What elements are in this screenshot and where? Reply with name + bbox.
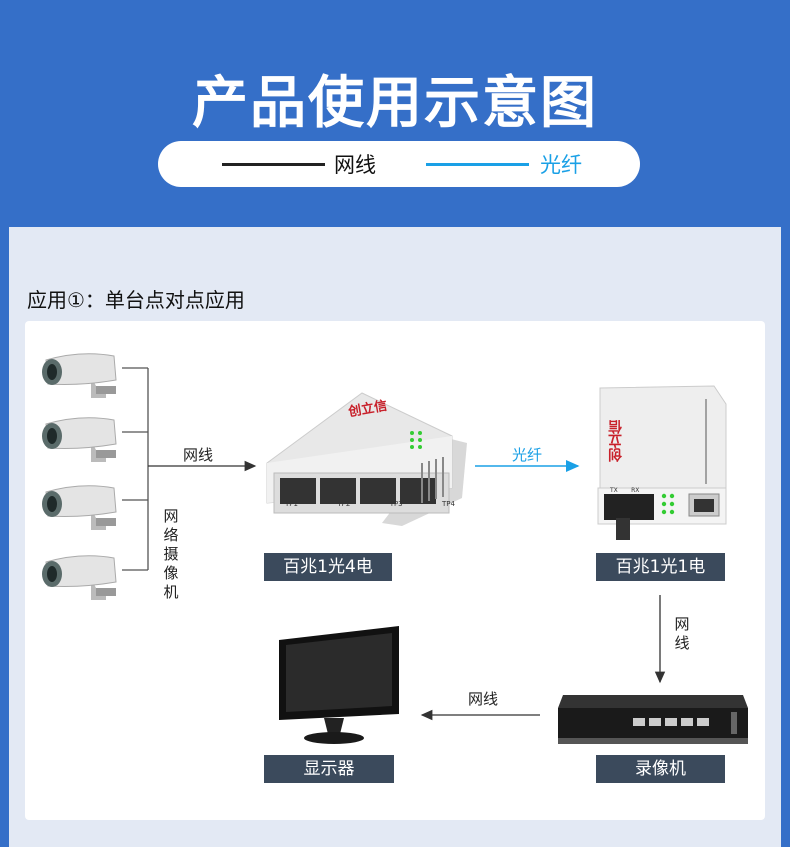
camera-bracket	[122, 367, 149, 571]
port-label: RX	[631, 487, 640, 494]
cable-label-cameras: 网线	[183, 446, 214, 464]
camera-icon	[42, 353, 117, 398]
port-label: TP2	[337, 500, 351, 508]
legend: 网线 光纤	[158, 141, 640, 187]
switch-label: 百兆1光4电	[264, 553, 392, 581]
converter-label: 百兆1光1电	[596, 553, 725, 581]
cable-label-converter: 网线	[674, 615, 690, 652]
legend-fiber-line	[426, 163, 529, 166]
legend-fiber-label: 光纤	[540, 153, 582, 177]
port-label: TP4	[442, 500, 455, 508]
converter-brand-logo: 创立信	[608, 420, 624, 462]
cameras-label: 网络摄像机	[163, 507, 179, 601]
ip-cameras	[41, 353, 117, 601]
port-label: TX	[610, 487, 618, 494]
monitor-image	[279, 626, 399, 744]
monitor-label: 显示器	[264, 755, 394, 783]
cable-label-nvr: 网线	[468, 690, 499, 708]
port-label: TP3	[389, 500, 403, 508]
page-title: 产品使用示意图	[192, 71, 598, 136]
fiber-label: 光纤	[512, 446, 543, 464]
nvr-label: 录像机	[596, 755, 725, 783]
legend-cable-line	[222, 163, 325, 166]
legend-cable-label: 网线	[334, 153, 376, 177]
nvr-image	[558, 695, 748, 744]
port-label: TP1	[285, 500, 298, 508]
fiber-switch-image	[266, 392, 467, 526]
application-title: 应用①：单台点对点应用	[27, 288, 245, 312]
media-converter-image	[597, 385, 727, 540]
